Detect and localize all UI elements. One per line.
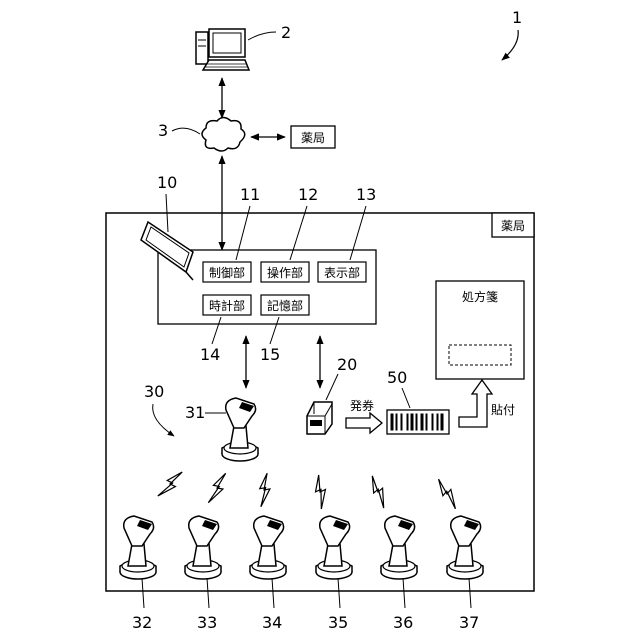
scanner-icon <box>381 516 417 579</box>
barcode-bar <box>437 414 438 430</box>
lightning-icon <box>255 473 272 507</box>
prescription-label: 処方箋 <box>462 289 498 304</box>
ref-scanner-group-leader <box>153 404 174 436</box>
clock-unit-label: 時計部 <box>209 298 245 313</box>
barcode-bar <box>421 414 423 430</box>
ref-scanner: 32 <box>132 613 152 632</box>
storage-unit-label: 記憶部 <box>267 298 303 313</box>
pharmacy-box-label: 薬局 <box>501 219 525 233</box>
ref-storage-unit: 15 <box>260 345 280 364</box>
ref-network: 3 <box>158 121 168 140</box>
display-unit-label: 表示部 <box>324 265 360 280</box>
scanner-leader <box>142 578 144 608</box>
ref-scanner-group: 30 <box>144 382 164 401</box>
barcode-bar <box>407 414 408 430</box>
barcode-bar <box>401 414 402 430</box>
ref-scanner: 34 <box>262 613 282 632</box>
ref-operation-unit: 12 <box>298 185 318 204</box>
paste-arrow <box>459 380 492 427</box>
scanner-leader <box>338 578 340 608</box>
ref-scanner: 36 <box>393 613 413 632</box>
barcode-bar <box>432 414 433 430</box>
base-scanner-icon <box>222 398 258 461</box>
lightning-icon <box>158 467 182 501</box>
pharmacy-external-label: 薬局 <box>301 131 325 145</box>
barcode-bar <box>416 414 417 430</box>
issue-arrow <box>346 413 382 433</box>
paste-label: 貼付 <box>491 402 515 417</box>
lightning-icon <box>431 479 463 509</box>
scanner-icon <box>120 516 156 579</box>
barcode-bar <box>391 414 393 430</box>
lightning-icon <box>308 475 332 509</box>
barcode-bar <box>396 414 397 430</box>
ref-barcode-label-leader <box>402 388 410 408</box>
scanner-leader <box>469 578 471 608</box>
barcode-icon <box>387 410 449 434</box>
ref-base-scanner: 31 <box>185 403 205 422</box>
barcode-bar <box>411 414 413 430</box>
scanner-leader <box>403 578 405 608</box>
ref-computer-leader <box>248 32 276 40</box>
ref-system: 1 <box>512 8 522 27</box>
ref-control-unit: 11 <box>240 185 260 204</box>
ref-scanner: 35 <box>328 613 348 632</box>
lightning-icon <box>363 476 393 508</box>
scanner-icon <box>185 516 221 579</box>
control-unit-label: 制御部 <box>209 265 245 280</box>
ref-barcode-label: 50 <box>387 368 407 387</box>
scanner-icon <box>316 516 352 579</box>
issue-label: 発券 <box>350 398 374 413</box>
cloud-icon <box>202 118 245 152</box>
scanner-leader <box>272 578 274 608</box>
scanner-icon <box>250 516 286 579</box>
ref-computer: 2 <box>281 23 291 42</box>
scanner-leader <box>207 578 209 608</box>
ref-network-leader <box>172 128 200 134</box>
ref-printer: 20 <box>337 355 357 374</box>
ref-scanner: 33 <box>197 613 217 632</box>
ref-scanner: 37 <box>459 613 479 632</box>
ref-display-unit: 13 <box>356 185 376 204</box>
ref-tablet: 10 <box>157 173 177 192</box>
computer-icon <box>196 29 249 70</box>
scanner-icon <box>447 516 483 579</box>
ref-system-leader <box>502 30 518 60</box>
barcode-bar <box>441 414 443 430</box>
ref-clock-unit: 14 <box>200 345 220 364</box>
operation-unit-label: 操作部 <box>267 265 303 280</box>
printer-icon <box>307 402 332 434</box>
lightning-icon <box>208 471 225 505</box>
barcode-bar <box>426 414 427 430</box>
ref-printer-leader <box>326 374 338 400</box>
